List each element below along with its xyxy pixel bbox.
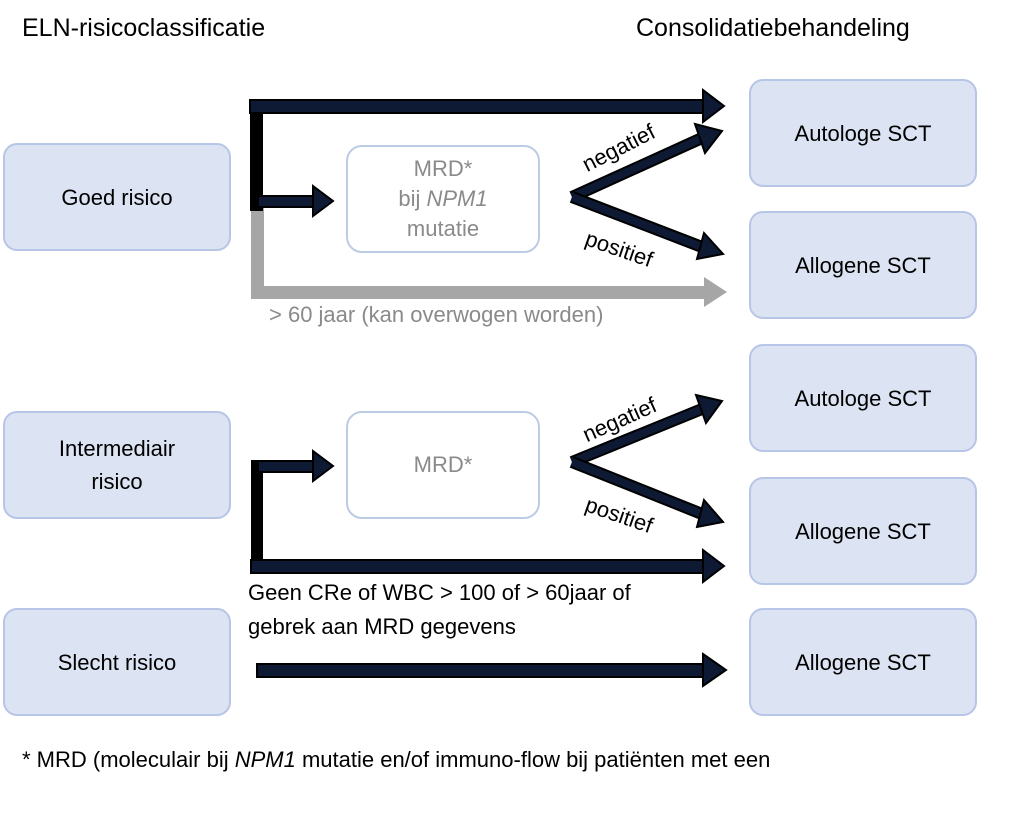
footnote-prefix: * MRD (moleculair bij xyxy=(22,747,235,772)
treatment-box-allo-1: Allogene SCT xyxy=(749,211,977,319)
age-arrow xyxy=(251,208,727,307)
mrd-npm1-box: MRD* bij NPM1 mutatie xyxy=(346,145,540,253)
treatment-auto-label-2: Autologe SCT xyxy=(794,385,932,411)
footnote-suffix: mutatie en/of immuno-flow bij patiënten … xyxy=(295,747,771,772)
poor-risk-label: Slecht risico xyxy=(57,649,177,675)
intermediate-risk-label-line1: Intermediair xyxy=(58,436,176,461)
right-heading: Consolidatiebehandeling xyxy=(636,14,910,42)
intermediate-connector xyxy=(250,449,726,585)
intermediate-condition-line2: gebrek aan MRD gegevens xyxy=(248,614,516,639)
age-option-note: > 60 jaar (kan overwogen worden) xyxy=(269,302,604,327)
treatment-box-auto-1: Autologe SCT xyxy=(749,79,977,187)
mrd-label: MRD* xyxy=(413,452,473,477)
intermediate-negative-arrow xyxy=(569,393,724,468)
treatment-box-auto-2: Autologe SCT xyxy=(749,344,977,452)
good-risk-box: Goed risico xyxy=(3,143,231,251)
treatment-allo-label-2: Allogene SCT xyxy=(795,518,931,544)
intermediate-positive-arrow xyxy=(569,456,725,529)
mrd-npm1-line1: MRD* xyxy=(413,156,473,181)
intermediate-risk-box: Intermediair risico xyxy=(3,411,231,519)
mrd-npm1-line2: bij NPM1 xyxy=(398,184,487,214)
mrd-npm1-line3: mutatie xyxy=(406,216,480,241)
mrd-npm1-prefix: bij xyxy=(398,186,427,211)
treatment-allo-label-3: Allogene SCT xyxy=(795,649,931,675)
footnote-gene: NPM1 xyxy=(234,747,296,772)
good-negative-arrow xyxy=(569,122,724,203)
good-risk-connector xyxy=(249,87,726,218)
mrd-npm1-gene: NPM1 xyxy=(426,186,488,211)
treatment-auto-label-1: Autologe SCT xyxy=(794,120,932,146)
left-heading: ELN-risicoclassificatie xyxy=(22,14,266,42)
treatment-box-allo-3: Allogene SCT xyxy=(749,608,977,716)
good-risk-label: Goed risico xyxy=(61,184,173,210)
poor-risk-arrow xyxy=(256,652,728,688)
intermediate-condition-line1: Geen CRe of WBC > 100 of > 60jaar of xyxy=(248,580,631,605)
mrd-box: MRD* xyxy=(346,411,540,519)
treatment-box-allo-2: Allogene SCT xyxy=(749,477,977,585)
poor-risk-box: Slecht risico xyxy=(3,608,231,716)
treatment-allo-label-1: Allogene SCT xyxy=(795,252,931,278)
footnote: * MRD (moleculair bij NPM1 mutatie en/of… xyxy=(22,744,770,776)
intermediate-risk-label-line2: risico xyxy=(91,469,143,494)
good-positive-arrow xyxy=(569,191,725,261)
